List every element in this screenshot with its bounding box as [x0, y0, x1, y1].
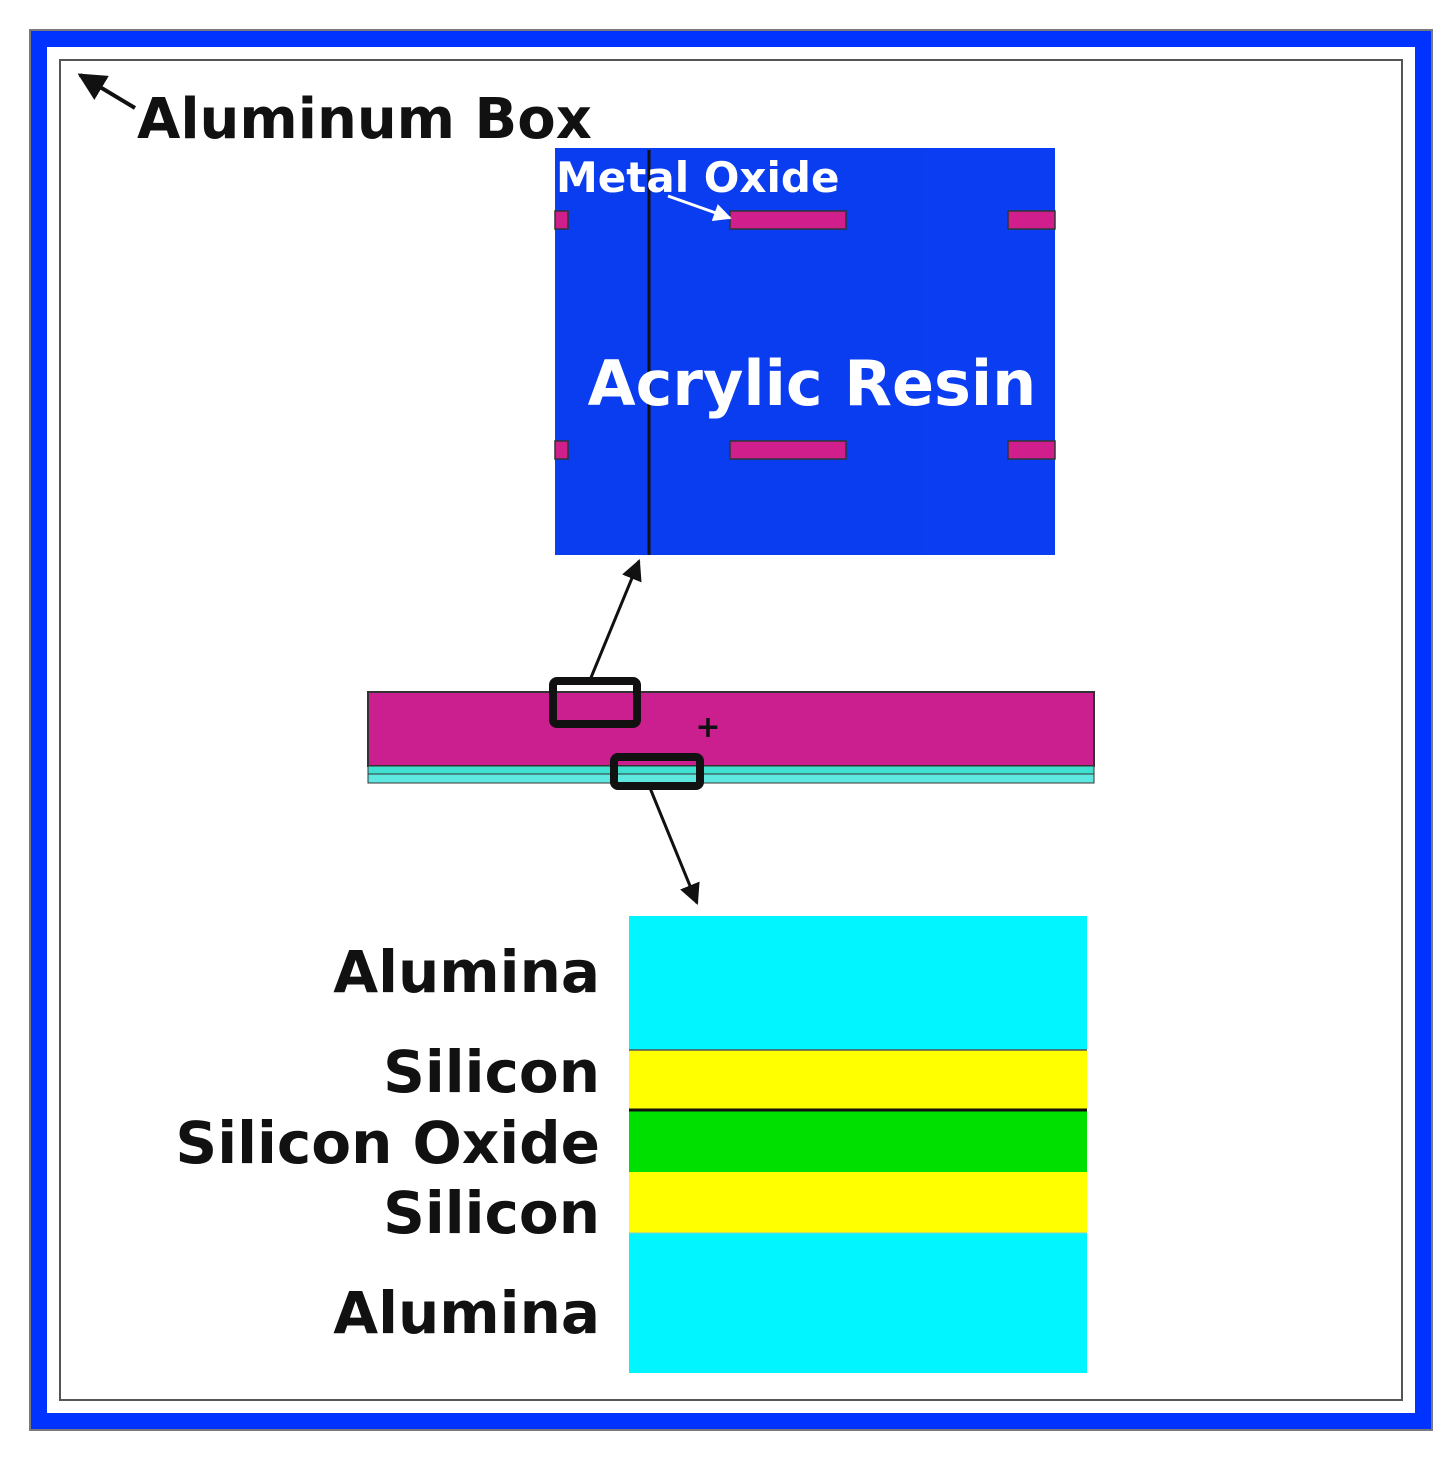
cross-section-overview: +	[367, 677, 1095, 790]
metal-oxide-strip	[554, 440, 569, 460]
aluminum-box-outer-frame	[29, 29, 1433, 1431]
layer-label-silicon-oxide: Silicon Oxide	[175, 1109, 600, 1177]
center-marker: +	[695, 710, 720, 745]
layer-label-alumina-bottom: Alumina	[333, 1279, 600, 1347]
thin-film-layer	[367, 773, 1095, 784]
aluminum-box-arrow	[77, 73, 137, 110]
metal-oxide-arrow	[667, 194, 732, 222]
layer-label-silicon-top: Silicon	[383, 1038, 600, 1106]
layer-stack-zoom-panel: Alumina Silicon Silicon Oxide Silicon Al…	[175, 916, 1087, 1373]
aluminum-box-label: Aluminum Box	[137, 87, 592, 152]
layer-alumina-top	[629, 916, 1087, 1050]
metal-oxide-strip	[554, 210, 569, 230]
layer-silicon-bottom	[629, 1172, 1087, 1233]
layer-zoom-arrow	[648, 787, 700, 905]
metal-oxide-strip	[729, 440, 847, 460]
metal-oxide-label: Metal Oxide	[556, 153, 839, 202]
film-zoom-highlight-box	[610, 753, 704, 790]
layer-silicon-top	[629, 1050, 1087, 1110]
layer-alumina-bottom	[629, 1233, 1087, 1373]
metal-oxide-strip	[729, 210, 847, 230]
resin-plate	[367, 691, 1095, 767]
metal-oxide-strip	[1007, 440, 1056, 460]
aluminum-box-wall	[31, 31, 1431, 1429]
metal-oxide-strip	[1007, 210, 1056, 230]
layer-label-silicon-bottom: Silicon	[383, 1179, 600, 1247]
layer-label-alumina-top: Alumina	[333, 938, 600, 1006]
resin-zoom-arrow	[588, 559, 642, 681]
acrylic-resin-zoom-panel: Metal Oxide Acrylic Resin	[554, 148, 1056, 555]
acrylic-resin-label: Acrylic Resin	[588, 347, 1037, 420]
thin-film-layer	[367, 765, 1095, 775]
layer-silicon-oxide	[629, 1110, 1087, 1172]
resin-zoom-highlight-box	[549, 677, 641, 728]
